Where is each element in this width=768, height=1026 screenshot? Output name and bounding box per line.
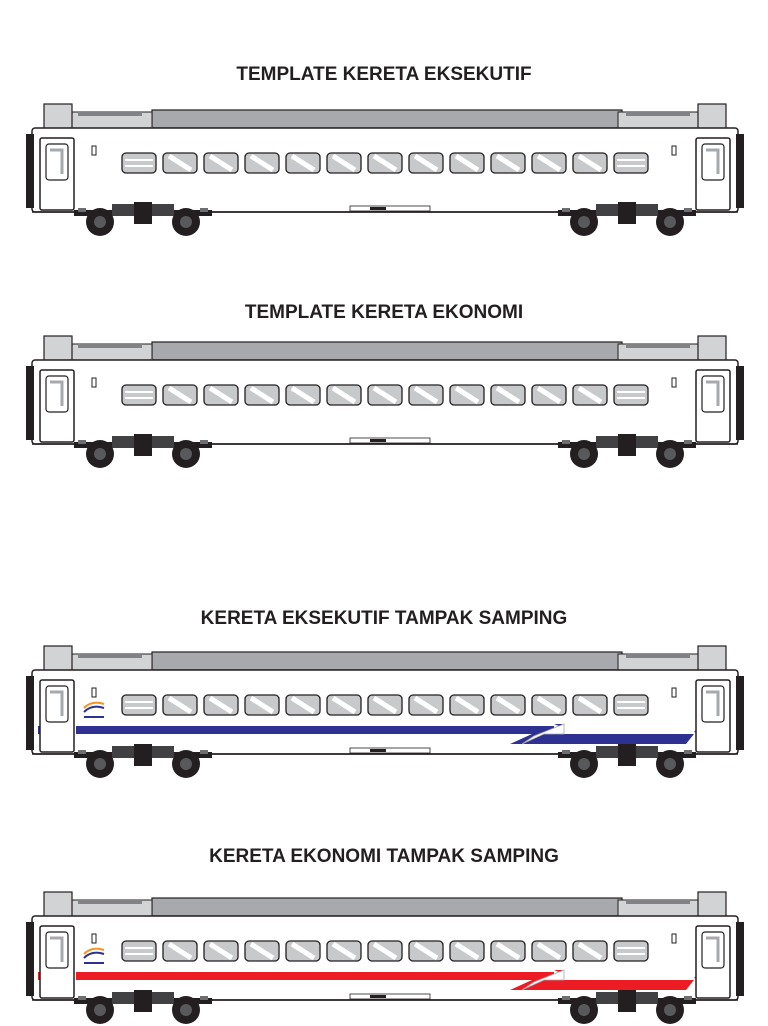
window [285, 152, 321, 174]
window [572, 384, 608, 406]
bogie [558, 990, 696, 1024]
window [490, 694, 526, 716]
title-template-ekonomi: TEMPLATE KERETA EKONOMI [244, 302, 524, 323]
window [285, 694, 321, 716]
title-eksekutif-tampak-samping: KERETA EKSEKUTIF TAMPAK SAMPING [200, 608, 568, 629]
window [121, 384, 157, 406]
window [572, 940, 608, 962]
window [531, 940, 567, 962]
window [531, 384, 567, 406]
bogie [558, 434, 696, 468]
window [244, 694, 280, 716]
window [121, 152, 157, 174]
window [367, 940, 403, 962]
bogie [558, 744, 696, 778]
door [695, 925, 731, 999]
window [490, 940, 526, 962]
window [244, 384, 280, 406]
kai-logo [83, 701, 105, 718]
bogie [558, 202, 696, 236]
window [613, 940, 649, 962]
window [244, 940, 280, 962]
window [613, 384, 649, 406]
window [203, 384, 239, 406]
bogie [74, 990, 212, 1024]
window [244, 152, 280, 174]
window [121, 940, 157, 962]
window [449, 152, 485, 174]
window [449, 384, 485, 406]
car-template-eksekutif [22, 98, 746, 238]
window [162, 152, 198, 174]
title-template-eksekutif: TEMPLATE KERETA EKSEKUTIF [236, 64, 532, 85]
car-template-ekonomi [22, 330, 746, 470]
window [203, 694, 239, 716]
window [408, 940, 444, 962]
window [613, 152, 649, 174]
bogie [74, 744, 212, 778]
bogie [74, 202, 212, 236]
kai-logo [83, 947, 105, 964]
window [572, 152, 608, 174]
window [326, 384, 362, 406]
door [39, 679, 75, 753]
window [285, 384, 321, 406]
window [203, 152, 239, 174]
window [572, 694, 608, 716]
window [367, 152, 403, 174]
window [326, 694, 362, 716]
window [367, 384, 403, 406]
window [449, 940, 485, 962]
door [39, 925, 75, 999]
window [162, 694, 198, 716]
window [121, 694, 157, 716]
window [449, 694, 485, 716]
window [531, 152, 567, 174]
door [695, 679, 731, 753]
window [326, 152, 362, 174]
window [490, 152, 526, 174]
door [695, 369, 731, 443]
window [613, 694, 649, 716]
title-ekonomi-tampak-samping: KERETA EKONOMI TAMPAK SAMPING [209, 846, 559, 867]
door [39, 369, 75, 443]
window [285, 940, 321, 962]
door [39, 137, 75, 211]
door [695, 137, 731, 211]
window [367, 694, 403, 716]
car-eksekutif-tampak-samping [22, 640, 746, 780]
window [408, 694, 444, 716]
window [162, 940, 198, 962]
window [531, 694, 567, 716]
window [408, 152, 444, 174]
bogie [74, 434, 212, 468]
window [162, 384, 198, 406]
window [203, 940, 239, 962]
window [490, 384, 526, 406]
window [408, 384, 444, 406]
car-ekonomi-tampak-samping [22, 886, 746, 1026]
window [326, 940, 362, 962]
